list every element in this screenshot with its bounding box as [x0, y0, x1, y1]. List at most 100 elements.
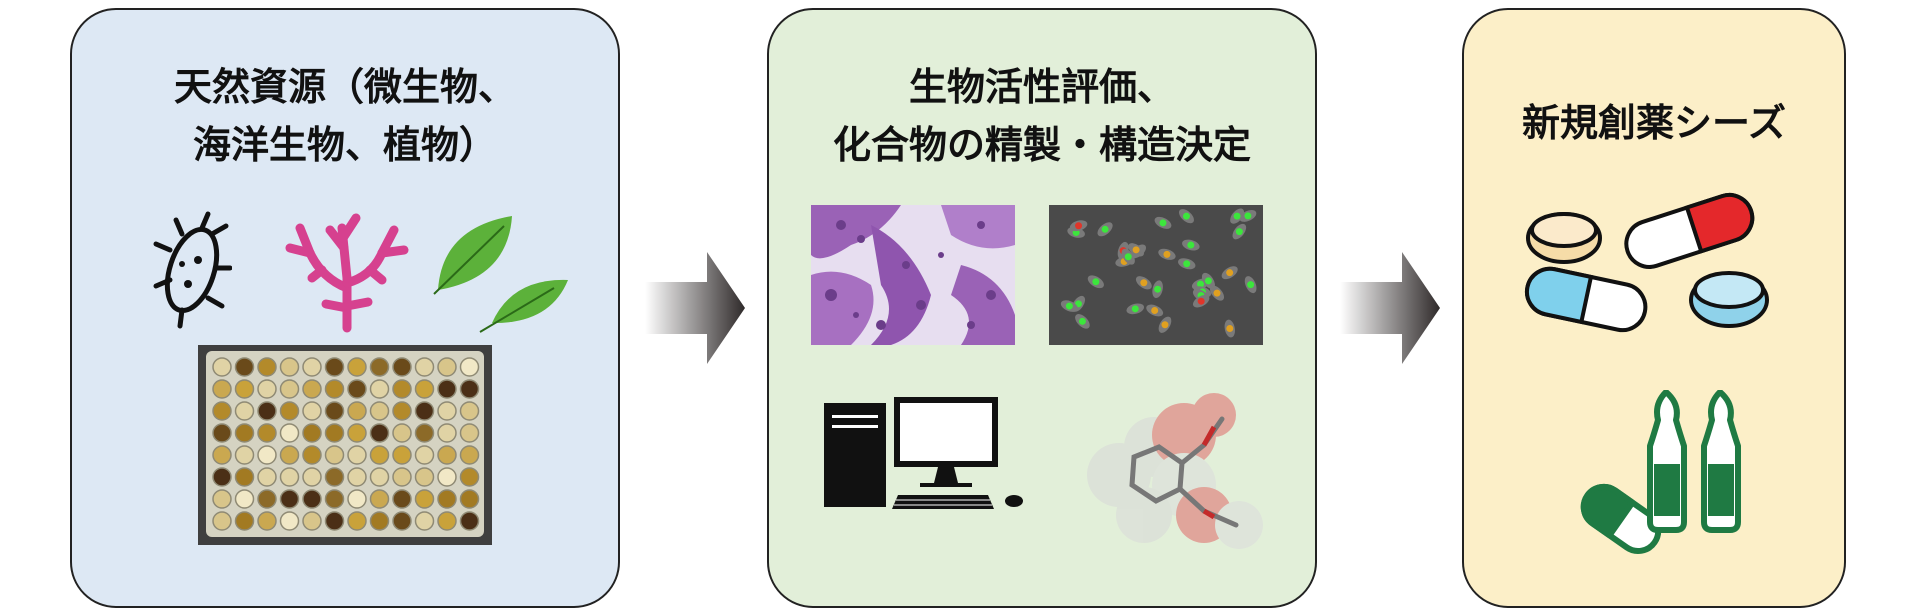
cell-nucleus	[1247, 281, 1255, 289]
well	[369, 467, 390, 487]
cell-nucleus	[1244, 212, 1252, 220]
cell-nucleus	[1213, 289, 1221, 297]
well	[392, 489, 412, 509]
ampoule-icon	[1580, 390, 1741, 554]
well	[347, 423, 367, 443]
cell-nucleus	[1197, 297, 1205, 305]
cell-nucleus	[1092, 278, 1100, 286]
well	[347, 401, 367, 421]
cell-nucleus	[1226, 325, 1234, 333]
well	[459, 467, 480, 487]
cell-nucleus	[1187, 241, 1195, 249]
fluorescent-cells-micrograph	[1049, 205, 1263, 345]
well	[324, 401, 345, 421]
well	[392, 467, 412, 487]
well	[347, 511, 367, 531]
cell-nucleus	[1182, 212, 1190, 220]
well	[234, 511, 255, 531]
well	[392, 445, 412, 465]
well	[459, 379, 480, 399]
well	[369, 511, 390, 531]
stained-tissue-micrograph	[811, 205, 1015, 345]
cell-nucleus	[1131, 305, 1139, 313]
well	[324, 423, 345, 443]
drug-seeds-title: 新規創薬シーズ	[1464, 94, 1844, 152]
cell-nucleus	[1075, 222, 1083, 230]
well	[234, 423, 255, 443]
well	[279, 401, 300, 421]
well	[257, 489, 277, 509]
well	[414, 467, 435, 487]
well	[459, 401, 480, 421]
title-line-2: 化合物の精製・構造決定	[832, 123, 1251, 167]
well	[212, 489, 232, 509]
well	[369, 357, 390, 377]
well	[212, 423, 232, 443]
molecule-model	[1087, 393, 1263, 549]
well	[279, 357, 300, 377]
well	[437, 401, 457, 421]
well	[369, 379, 390, 399]
well	[302, 401, 322, 421]
well	[347, 445, 367, 465]
well	[459, 357, 480, 377]
arrow-right-icon	[645, 252, 745, 364]
well	[347, 489, 367, 509]
well	[234, 401, 255, 421]
cell-nucleus	[1235, 228, 1243, 236]
well	[302, 445, 322, 465]
cell-nucleus	[1065, 302, 1073, 310]
well	[347, 467, 367, 487]
well	[369, 423, 390, 443]
well	[279, 511, 300, 531]
well	[257, 423, 277, 443]
well	[279, 379, 300, 399]
well-plate-photo	[198, 345, 492, 545]
arrow-right-icon	[1340, 252, 1440, 364]
cell-nucleus	[1226, 269, 1234, 277]
well	[437, 445, 457, 465]
well	[212, 401, 232, 421]
cell-nucleus	[1204, 277, 1212, 285]
well	[459, 445, 480, 465]
well	[302, 423, 322, 443]
drug-seeds-panel: 新規創薬シーズ	[1462, 8, 1846, 608]
well	[234, 445, 255, 465]
well	[212, 379, 232, 399]
well	[414, 489, 435, 509]
well	[324, 379, 345, 399]
bioactivity-panel: 生物活性評価、 化合物の精製・構造決定	[767, 8, 1317, 608]
well	[324, 445, 345, 465]
well	[324, 511, 345, 531]
title-line-1: 新規創薬シーズ	[1521, 101, 1787, 145]
well	[369, 445, 390, 465]
well	[437, 511, 457, 531]
well	[414, 445, 435, 465]
well	[414, 401, 435, 421]
well	[324, 467, 345, 487]
natural-resources-title: 天然資源（微生物、 海洋生物、植物）	[72, 58, 618, 174]
coral-icon	[285, 213, 409, 333]
well	[257, 511, 277, 531]
computer-icon	[824, 397, 1023, 509]
leaves-icon	[433, 216, 568, 333]
well	[437, 489, 457, 509]
cell-nucleus	[1078, 317, 1086, 325]
well	[279, 445, 300, 465]
well	[302, 489, 322, 509]
well	[459, 423, 480, 443]
well	[414, 423, 435, 443]
well	[347, 379, 367, 399]
well	[234, 379, 255, 399]
well	[302, 467, 322, 487]
bioactivity-title: 生物活性評価、 化合物の精製・構造決定	[769, 58, 1315, 174]
well	[369, 401, 390, 421]
well	[437, 423, 457, 443]
well	[302, 357, 322, 377]
well	[234, 489, 255, 509]
well	[459, 489, 480, 509]
cell-nucleus	[1233, 212, 1241, 220]
well	[279, 467, 300, 487]
cell-nucleus	[1101, 225, 1109, 233]
well	[369, 489, 390, 509]
